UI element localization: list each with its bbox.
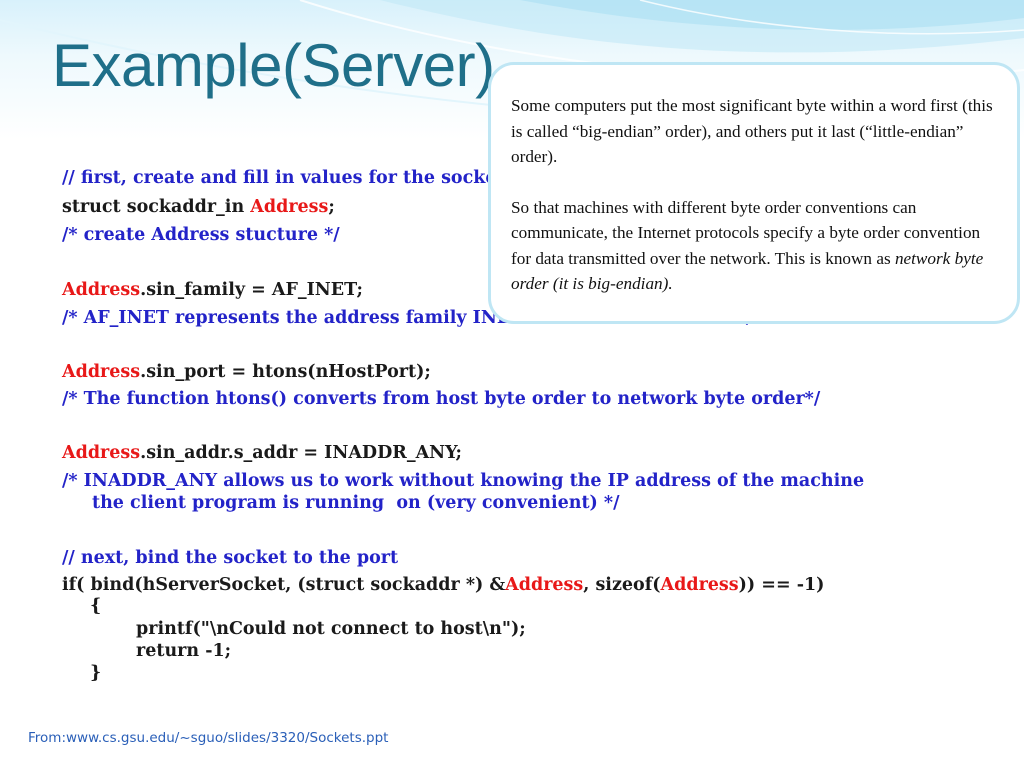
code-line: return -1; <box>136 641 232 661</box>
address-identifier: Address <box>62 443 141 463</box>
code-line: { <box>90 596 102 616</box>
address-identifier: Address <box>505 575 584 595</box>
code-text: .sin_addr.s_addr = INADDR_ANY; <box>140 443 462 463</box>
code-text: , sizeof( <box>583 575 661 595</box>
byte-order-callout: Some computers put the most significant … <box>488 62 1020 324</box>
callout-paragraph: So that machines with different byte ord… <box>511 195 997 297</box>
code-line: if( bind(hServerSocket, (struct sockaddr… <box>62 573 824 597</box>
code-line: Address.sin_port = htons(nHostPort); <box>62 360 431 384</box>
code-text: .sin_port = htons(nHostPort); <box>140 362 431 382</box>
code-line: } <box>90 663 102 683</box>
code-comment-line: /* The function htons() converts from ho… <box>62 389 821 409</box>
address-identifier: Address <box>660 575 739 595</box>
source-footer: From:www.cs.gsu.edu/~sguo/slides/3320/So… <box>28 730 389 746</box>
code-text: .sin_family = AF_INET; <box>140 280 364 300</box>
code-line: Address.sin_addr.s_addr = INADDR_ANY; <box>62 441 462 465</box>
code-line: Address.sin_family = AF_INET; <box>62 278 363 302</box>
code-comment-line: /* create Address stucture */ <box>62 225 340 245</box>
callout-text: So that machines with different byte ord… <box>511 197 981 268</box>
code-text: struct sockaddr_in <box>62 197 251 217</box>
code-text: ; <box>328 197 335 217</box>
callout-paragraph: Some computers put the most significant … <box>511 96 993 166</box>
address-identifier: Address <box>62 362 141 382</box>
code-comment-line: /* INADDR_ANY allows us to work without … <box>62 471 865 491</box>
code-comment-line: the client program is running on (very c… <box>92 493 620 513</box>
slide-title: Example(Server) <box>52 32 495 99</box>
address-identifier: Address <box>62 280 141 300</box>
code-line: struct sockaddr_in Address; <box>62 195 335 219</box>
code-text: if( bind(hServerSocket, (struct sockaddr… <box>62 575 506 595</box>
callout-emphasis: network byte order (it is big-endian). <box>511 248 984 294</box>
address-identifier: Address <box>250 197 329 217</box>
code-line: printf("\nCould not connect to host\n"); <box>136 619 526 639</box>
code-comment-line: // next, bind the socket to the port <box>62 548 399 568</box>
code-text: )) == -1) <box>738 575 825 595</box>
